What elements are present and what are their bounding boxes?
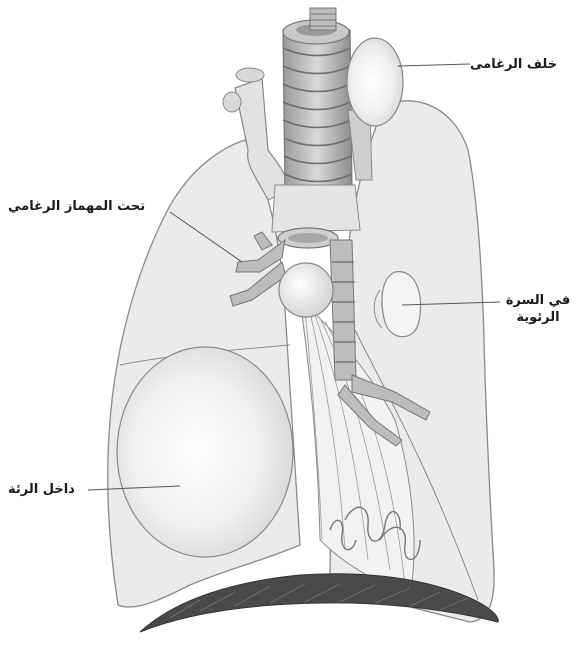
label-retrotracheal: خلف الرغامى <box>470 56 557 73</box>
label-hilar-line2: الرئوية <box>500 309 576 326</box>
label-hilar: في السرة الرئوية <box>500 292 576 326</box>
carina <box>272 185 360 232</box>
label-intrapulmonary: داخل الرئة <box>8 481 75 498</box>
trachea <box>283 8 352 190</box>
intrapulmonary-mass <box>117 347 293 557</box>
label-subcarinal: تحت المهماز الرغامي <box>8 198 145 215</box>
subcarinal-node <box>279 263 333 317</box>
label-hilar-line1: في السرة <box>500 292 576 309</box>
retrotracheal-node <box>347 38 403 126</box>
leader-retrotracheal <box>398 64 470 66</box>
